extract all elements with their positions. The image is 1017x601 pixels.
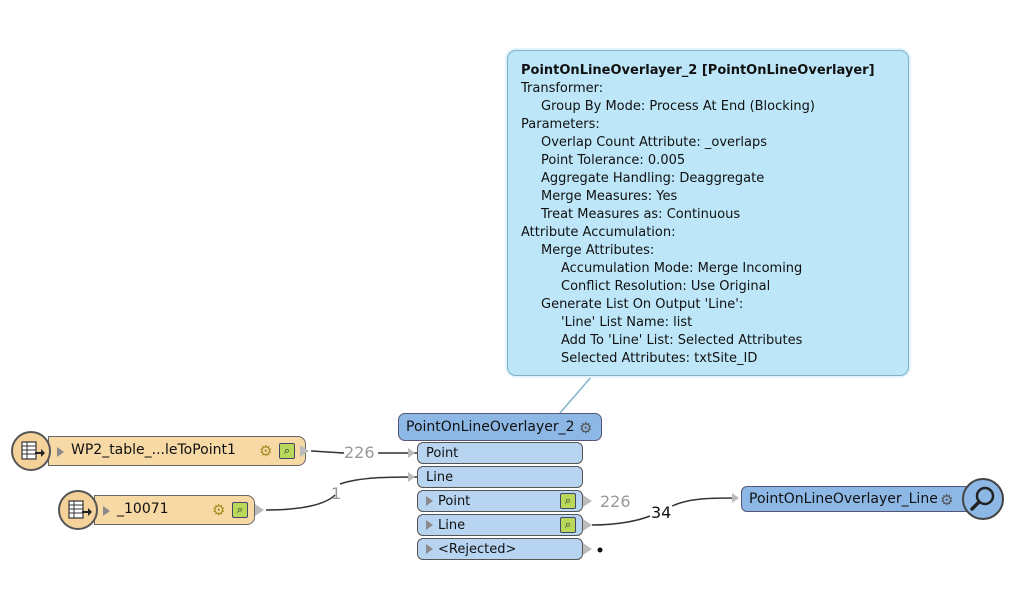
feature-count-reader2[interactable]: 1 [331, 484, 342, 503]
input-port-point[interactable]: Point [417, 442, 583, 464]
link-reader2-line [339, 476, 418, 485]
reader2-body[interactable]: _10071 ⚙ ⌕ [94, 495, 255, 525]
expand-triangle-icon[interactable] [103, 506, 110, 516]
inspect-icon[interactable]: ⌕ [232, 502, 248, 518]
inspector-body[interactable]: PointOnLineOverlayer_Line ⚙ [741, 486, 981, 512]
tooltip-line: Point Tolerance: 0.005 [541, 153, 686, 168]
transformer-title: PointOnLineOverlayer_2 [406, 419, 575, 435]
reader1-body[interactable]: WP2_table_...leToPoint1 ⚙ ⌕ [48, 436, 306, 466]
tooltip-pointer [559, 375, 593, 414]
tooltip-line: Overlap Count Attribute: _overlaps [541, 135, 767, 150]
tooltip-line: Attribute Accumulation: [521, 225, 676, 240]
link-out-line-writer [671, 497, 739, 507]
tooltip-line: Conflict Resolution: Use Original [561, 279, 771, 294]
gear-icon[interactable]: ⚙ [212, 501, 226, 519]
output-port-point[interactable]: Point ⌕ [417, 490, 583, 512]
tooltip-line: Parameters: [521, 117, 600, 132]
output-point-port-arrow[interactable] [583, 495, 592, 507]
tooltip-line: Selected Attributes: txtSite_ID [561, 351, 758, 366]
input-port-arrow-icon[interactable] [732, 493, 739, 503]
link-out-line-count [591, 515, 651, 526]
reader1-label: WP2_table_...leToPoint1 [71, 442, 236, 458]
table-icon [11, 431, 51, 471]
output-port-rejected[interactable]: <Rejected> [417, 538, 583, 560]
inspect-icon[interactable]: ⌕ [560, 517, 576, 533]
feature-count-out-point[interactable]: 226 [600, 492, 631, 511]
inspect-icon[interactable]: ⌕ [279, 443, 295, 459]
tooltip-line: Accumulation Mode: Merge Incoming [561, 261, 803, 276]
rejected-endpoint [597, 547, 603, 553]
feature-count-reader1[interactable]: 226 [344, 443, 375, 462]
tooltip-line: Add To 'Line' List: Selected Attributes [561, 333, 803, 348]
input-port-arrow-icon[interactable] [408, 448, 415, 458]
gear-icon[interactable]: ⚙ [259, 442, 273, 460]
gear-icon[interactable]: ⚙ [940, 491, 954, 509]
reader2-output-port[interactable] [255, 504, 264, 516]
tooltip-line: Aggregate Handling: Deaggregate [541, 171, 765, 186]
expand-triangle-icon[interactable] [426, 496, 433, 506]
output-port-rejected-label: <Rejected> [438, 542, 517, 557]
transformer-title-bar[interactable]: PointOnLineOverlayer_2 ⚙ [398, 413, 602, 441]
expand-triangle-icon[interactable] [426, 520, 433, 530]
magnifier-icon [962, 478, 1004, 520]
inspector-label: PointOnLineOverlayer_Line [749, 491, 938, 507]
output-port-line-label: Line [438, 518, 466, 533]
input-port-point-label: Point [426, 446, 459, 461]
inspect-icon[interactable]: ⌕ [560, 493, 576, 509]
tooltip-line: Transformer: [521, 81, 604, 96]
transformer-tooltip: PointOnLineOverlayer_2 [PointOnLineOverl… [507, 50, 909, 376]
tooltip-line: Merge Attributes: [541, 243, 655, 258]
input-port-arrow-icon[interactable] [408, 472, 415, 482]
link-reader1-count [310, 450, 345, 454]
input-port-line-label: Line [426, 470, 454, 485]
expand-triangle-icon[interactable] [426, 544, 433, 554]
output-line-port-arrow[interactable] [583, 519, 592, 531]
tooltip-line: Treat Measures as: Continuous [541, 207, 741, 222]
tooltip-line: 'Line' List Name: list [561, 315, 693, 330]
tooltip-line: Group By Mode: Process At End (Blocking) [541, 99, 815, 114]
output-rejected-port-arrow[interactable] [583, 543, 592, 555]
table-icon [58, 490, 98, 530]
input-port-line[interactable]: Line [417, 466, 583, 488]
reader2-label: _10071 [117, 501, 169, 517]
tooltip-line: Merge Measures: Yes [541, 189, 678, 204]
link-reader2-count [265, 494, 336, 511]
tooltip-title: PointOnLineOverlayer_2 [PointOnLineOverl… [521, 63, 875, 78]
tooltip-line: Generate List On Output 'Line': [541, 297, 744, 312]
gear-icon[interactable]: ⚙ [579, 419, 593, 437]
expand-triangle-icon[interactable] [57, 447, 64, 457]
output-port-line[interactable]: Line ⌕ [417, 514, 583, 536]
output-port-point-label: Point [438, 494, 471, 509]
feature-count-out-line[interactable]: 34 [651, 503, 672, 522]
reader1-output-port[interactable] [300, 445, 309, 457]
